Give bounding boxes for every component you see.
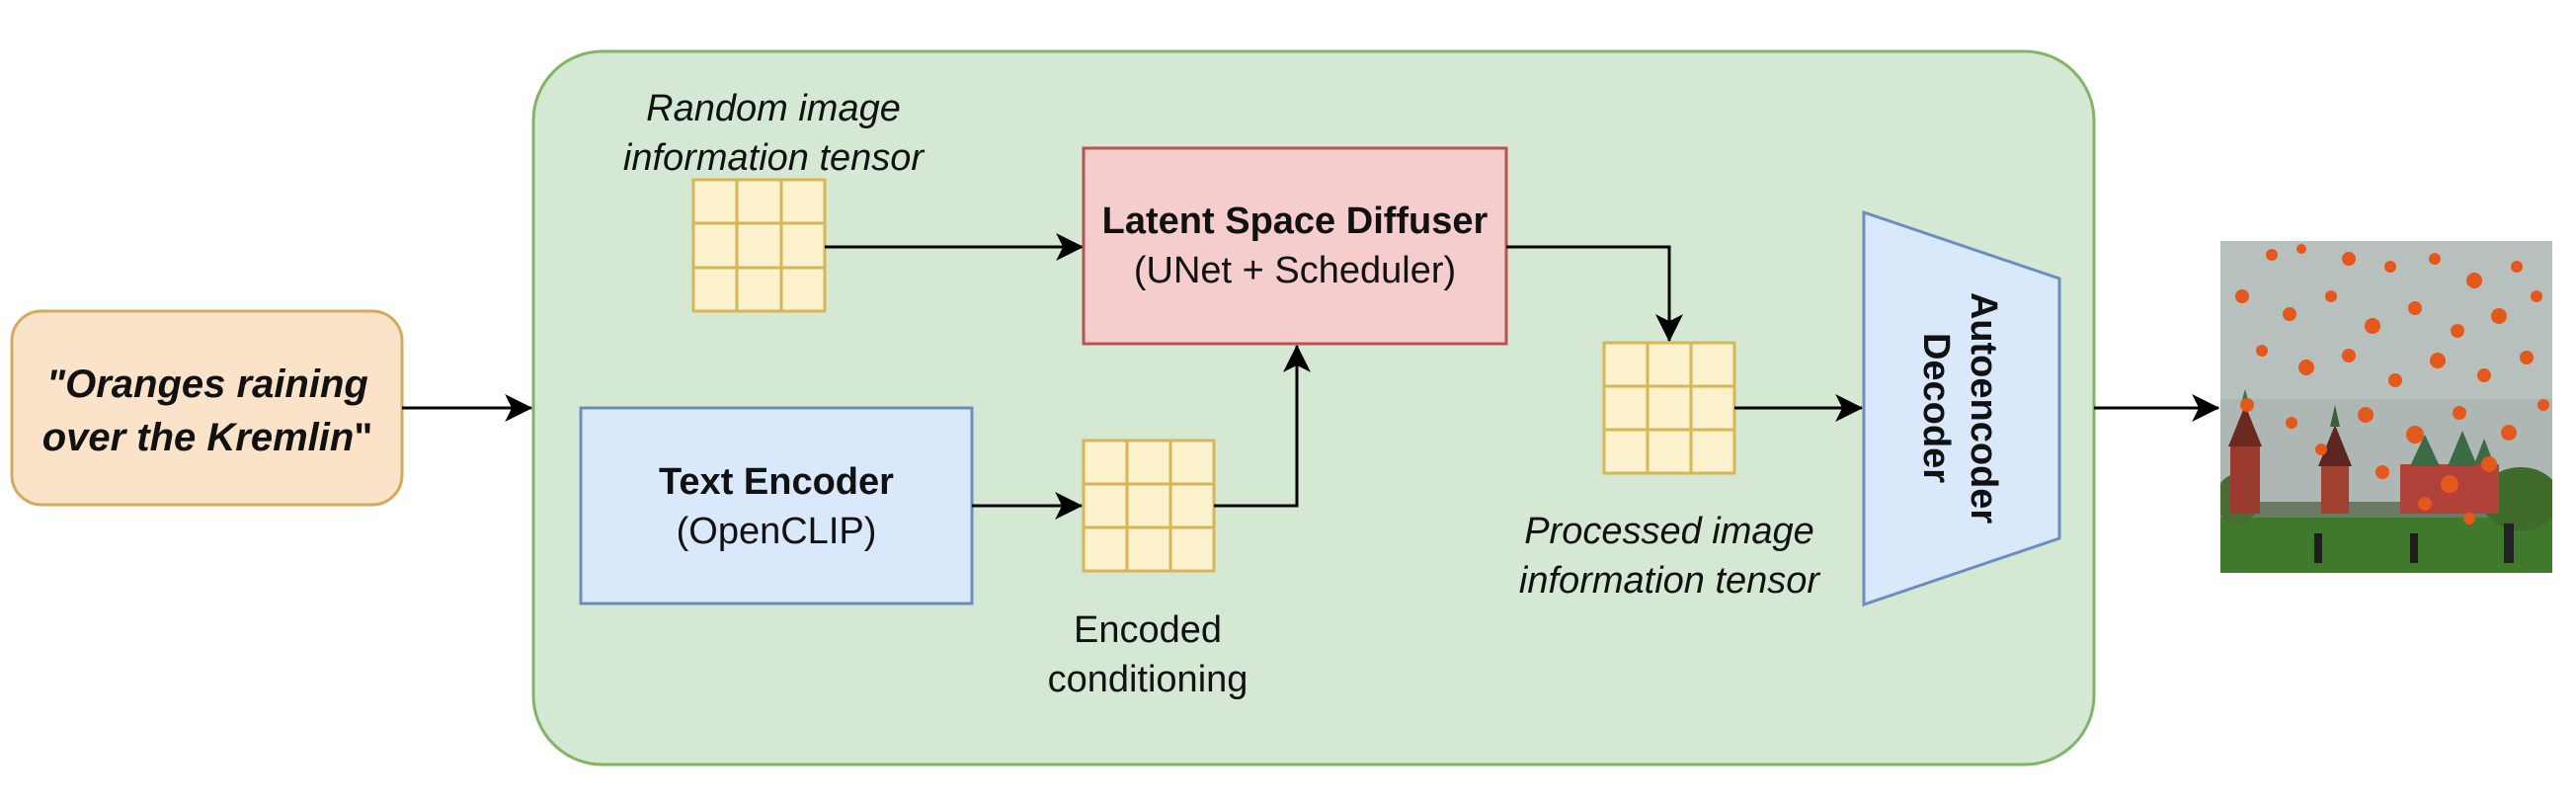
text-encoder-box [579,406,974,605]
generated-image [2220,241,2552,573]
encoded-conditioning-label-2: conditioning [1048,659,1248,700]
decoder-label-2: Decoder [1915,333,1957,483]
processed-tensor-grid [1602,341,1736,475]
decoder-label-1: Autoencoder [1963,292,2004,524]
prompt-line-1: "Oranges raining [46,363,368,406]
prompt-line-2: over the Kremlin [42,416,355,459]
random-tensor-label-2: information tensor [623,137,925,179]
random-tensor-label-1: Random image [646,88,901,129]
arrow-diffuser-to-processed [1506,245,1683,343]
prompt-box [10,309,404,507]
prompt-closing-quote: " [354,416,372,459]
diffuser-title: Latent Space Diffuser [1102,201,1489,242]
encoded-conditioning-label-1: Encoded [1074,609,1222,651]
latent-space-diffuser-box [1082,146,1508,346]
encoded-conditioning-grid [1082,439,1216,573]
text-encoder-subtitle: (OpenCLIP) [677,511,877,552]
svg-text:over the Kremlin": over the Kremlin" [42,416,373,459]
random-tensor-grid [691,178,827,313]
arrow-conditioning-to-diffuser [1214,344,1311,508]
processed-tensor-label-1: Processed image [1524,511,1814,552]
autoencoder-decoder-shape [1862,209,2061,607]
text-encoder-title: Text Encoder [659,461,894,503]
processed-tensor-label-2: information tensor [1519,560,1820,602]
prompt-text: "Oranges raining [46,363,368,406]
diffuser-subtitle: (UNet + Scheduler) [1134,250,1456,291]
